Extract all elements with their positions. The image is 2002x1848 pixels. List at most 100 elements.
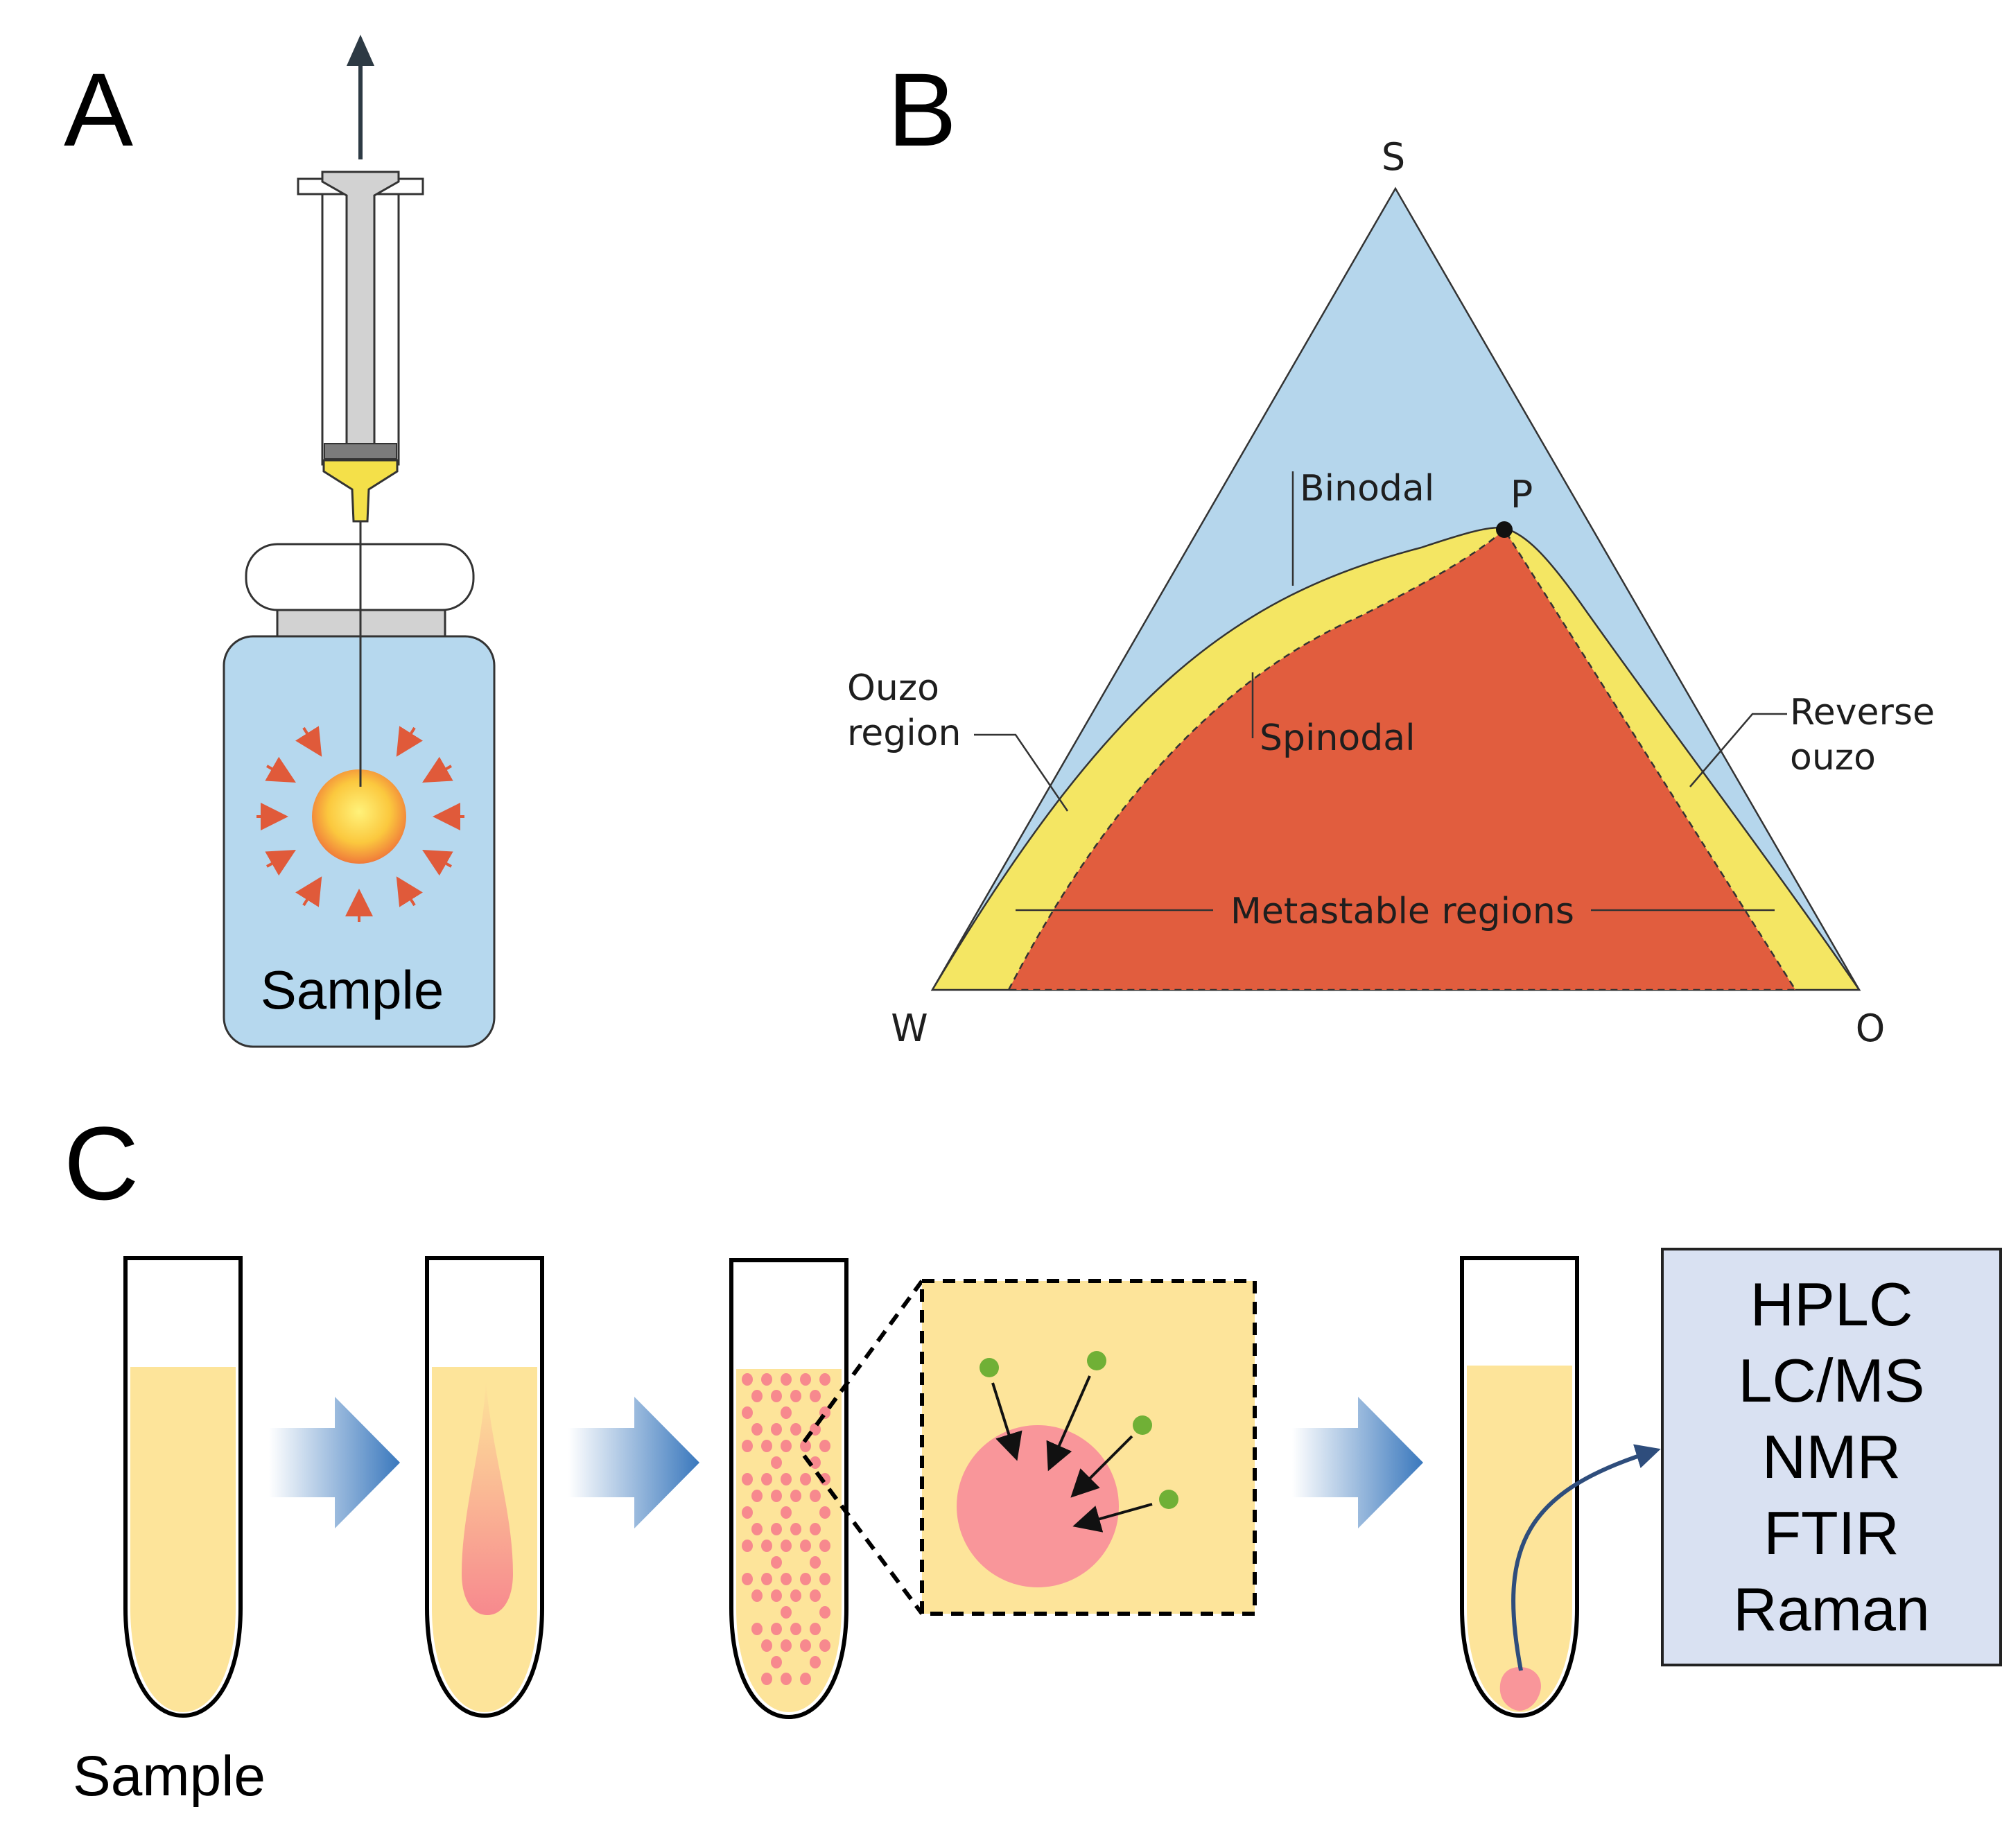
dispersed-droplet xyxy=(800,1473,811,1485)
analysis-box: HPLC LC/MS NMR FTIR Raman xyxy=(1661,1248,2002,1666)
flow-arrow-icon xyxy=(1292,1397,1423,1528)
vial-label: Sample xyxy=(261,959,444,1020)
dispersed-droplet xyxy=(819,1373,830,1386)
spinodal-label: Spinodal xyxy=(1260,717,1416,759)
dispersed-droplet xyxy=(771,1423,782,1436)
dispersed-droplet xyxy=(790,1490,801,1502)
zoom-line-top xyxy=(802,1280,924,1443)
zoom-line-bottom xyxy=(802,1454,924,1615)
dispersed-droplet xyxy=(810,1656,821,1668)
dispersed-droplet xyxy=(751,1623,763,1635)
flow-arrow-icon xyxy=(568,1397,699,1528)
dispersed-droplet xyxy=(771,1556,782,1569)
analysis-method: NMR xyxy=(1762,1422,1901,1491)
dispersed-droplet xyxy=(751,1523,763,1535)
panel-c: C Sample xyxy=(64,1105,2002,1808)
tube-injection xyxy=(425,1256,544,1718)
dispersed-droplet xyxy=(761,1673,772,1685)
analysis-method: Raman xyxy=(1733,1575,1930,1644)
dispersed-droplet xyxy=(810,1523,821,1535)
dispersed-droplet xyxy=(819,1540,830,1552)
dispersed-droplet xyxy=(790,1623,801,1635)
dispersed-droplet xyxy=(781,1506,792,1519)
guest-molecules xyxy=(980,1351,1178,1509)
vertex-o-label: O xyxy=(1856,1006,1886,1050)
plume-icon xyxy=(462,1379,513,1615)
dispersed-droplet xyxy=(781,1540,792,1552)
uptake-arrows xyxy=(991,1375,1153,1533)
extraction-arrow-icon xyxy=(1511,1444,1661,1671)
sediment-droplet xyxy=(1499,1667,1541,1711)
dispersed-droplet xyxy=(781,1406,792,1419)
dispersed-droplet xyxy=(761,1639,772,1652)
dispersed-droplet xyxy=(781,1673,792,1685)
dispersed-droplet xyxy=(771,1490,782,1502)
dispersed-droplets xyxy=(742,1373,830,1685)
dispersed-droplet xyxy=(790,1390,801,1402)
dispersed-droplet xyxy=(781,1573,792,1585)
analysis-method: LC/MS xyxy=(1739,1346,1925,1415)
reverse-ouzo-label-line2: ouzo xyxy=(1790,737,1876,778)
dispersed-droplet xyxy=(810,1623,821,1635)
dispersed-droplet xyxy=(771,1589,782,1602)
dispersed-droplet xyxy=(810,1390,821,1402)
dispersed-droplet xyxy=(819,1573,830,1585)
withdraw-arrow-icon xyxy=(347,35,374,159)
flow-arrow-icon xyxy=(269,1397,400,1528)
metastable-label: Metastable regions xyxy=(1230,891,1574,932)
zoom-inset xyxy=(920,1279,1257,1616)
dispersed-droplet xyxy=(781,1639,792,1652)
dispersed-droplet xyxy=(771,1656,782,1668)
dispersed-droplet xyxy=(751,1490,763,1502)
converging-arrows-icon xyxy=(256,726,464,922)
reverse-ouzo-label-line1: Reverse xyxy=(1790,692,1935,733)
dispersed-droplet xyxy=(751,1390,763,1402)
dispersed-droplet xyxy=(800,1373,811,1386)
dispersed-droplet xyxy=(742,1373,753,1386)
dispersed-droplet xyxy=(790,1523,801,1535)
dispersed-droplet xyxy=(751,1423,763,1436)
dispersed-droplet xyxy=(810,1456,821,1469)
dispersed-droplet xyxy=(800,1573,811,1585)
dispersed-droplet xyxy=(742,1573,753,1585)
dispersed-droplet xyxy=(742,1506,753,1519)
dispersed-droplet xyxy=(781,1606,792,1619)
dispersed-droplet xyxy=(819,1639,830,1652)
dispersed-droplet xyxy=(800,1673,811,1685)
dispersed-droplet xyxy=(771,1390,782,1402)
dispersed-droplet xyxy=(771,1456,782,1469)
vertex-s-label: S xyxy=(1382,135,1405,179)
dispersed-droplet xyxy=(790,1589,801,1602)
critical-point-label: P xyxy=(1511,473,1533,516)
ouzo-label-line2: region xyxy=(847,713,961,754)
dispersed-droplet xyxy=(771,1523,782,1535)
panel-a-label: A xyxy=(64,51,133,168)
dispersed-droplet xyxy=(819,1440,830,1452)
dispersed-droplet xyxy=(819,1506,830,1519)
analysis-method: HPLC xyxy=(1750,1270,1913,1339)
dispersed-droplet xyxy=(790,1423,801,1436)
spinodal-region xyxy=(1007,528,1798,991)
panel-b: B S W O P Binodal Spinodal Ouzo region R… xyxy=(847,51,1935,1050)
tube-dispersion xyxy=(729,1258,848,1720)
dispersed-droplet xyxy=(771,1623,782,1635)
dispersed-droplet xyxy=(800,1540,811,1552)
dispersed-droplet xyxy=(810,1490,821,1502)
dispersed-droplet xyxy=(742,1473,753,1485)
dispersed-droplet xyxy=(761,1440,772,1452)
dispersed-droplet xyxy=(761,1540,772,1552)
panel-b-label: B xyxy=(887,51,957,168)
dispersed-droplet xyxy=(742,1406,753,1419)
tube-sediment xyxy=(1460,1256,1579,1718)
reverse-ouzo-leader xyxy=(1689,713,1787,787)
ouzo-label-line1: Ouzo xyxy=(847,668,939,709)
dispersed-droplet xyxy=(800,1440,811,1452)
dispersed-droplet xyxy=(810,1556,821,1569)
syringe-icon xyxy=(297,171,424,787)
dispersed-droplet xyxy=(819,1606,830,1619)
dispersed-droplet xyxy=(761,1473,772,1485)
panel-a: A xyxy=(64,35,496,1048)
binodal-label: Binodal xyxy=(1300,468,1434,509)
droplet-icon xyxy=(312,769,406,864)
tube-sample xyxy=(123,1256,243,1718)
